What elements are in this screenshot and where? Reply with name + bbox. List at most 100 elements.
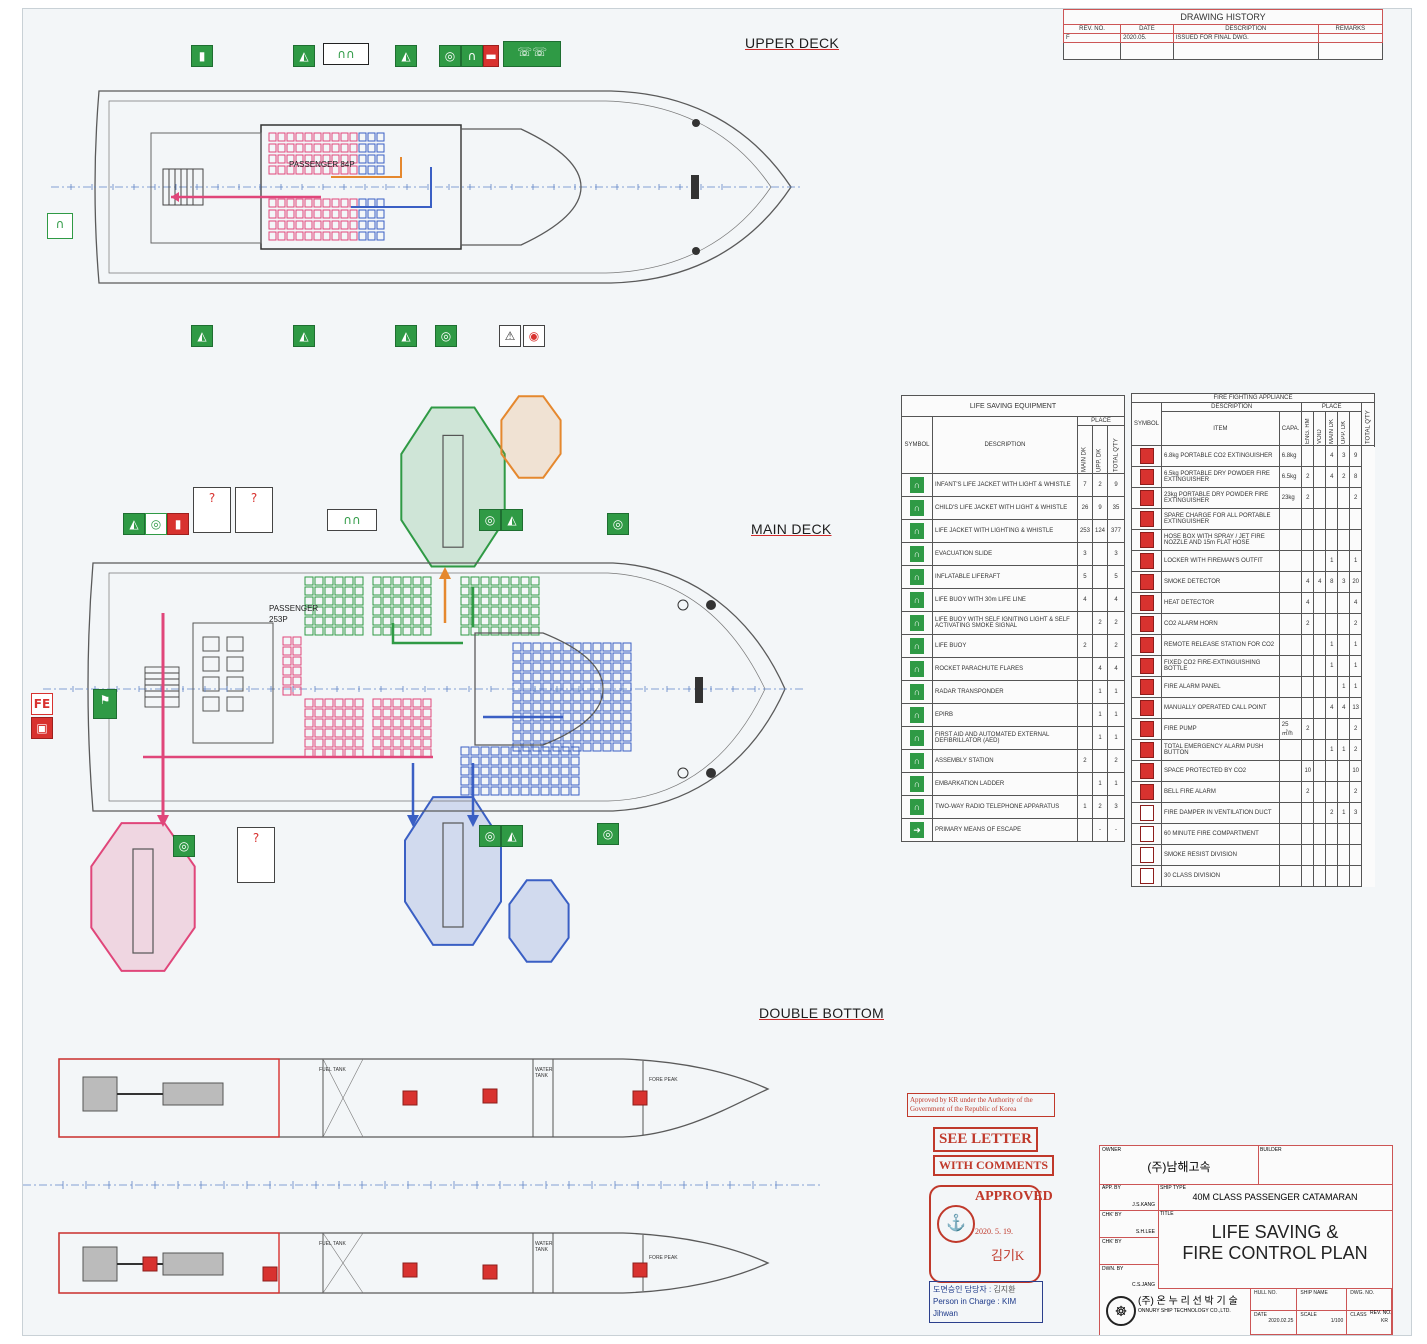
- lse-description: CHILD'S LIFE JACKET WITH LIGHT & WHISTLE: [932, 496, 1078, 520]
- lse-qty-total: 3: [1107, 795, 1125, 819]
- passenger-seat: [470, 786, 480, 796]
- extinguisher-icon: ▮: [167, 513, 189, 535]
- ffa-qty: [1313, 634, 1327, 656]
- ffa-qty: 1: [1337, 802, 1351, 824]
- ffa-row: HOSE BOX WITH SPRAY / JET FIRE NOZZLE AN…: [1130, 529, 1375, 551]
- passenger-seat: [582, 682, 592, 692]
- ffa-symbol-icon: [1130, 550, 1163, 572]
- lse-main-header: MAIN DK: [1077, 425, 1093, 474]
- passenger-seat: [286, 132, 295, 142]
- ffa-qty: [1337, 781, 1351, 803]
- passenger-seat: [344, 576, 354, 586]
- ship-type-value: 40M CLASS PASSENGER CATAMARAN: [1192, 1192, 1358, 1202]
- passenger-seat: [552, 672, 562, 682]
- passenger-seat: [460, 626, 470, 636]
- ffa-qty: 1: [1325, 655, 1339, 677]
- passenger-seat: [512, 692, 522, 702]
- passenger-seat: [520, 776, 530, 786]
- passenger-seat: [550, 746, 560, 756]
- life-jacket-icon: ∩: [47, 213, 73, 239]
- passenger-seat: [422, 708, 432, 718]
- passenger-seat: [392, 698, 402, 708]
- passenger-seat: [358, 209, 367, 219]
- passenger-seat: [304, 708, 314, 718]
- passenger-seat: [372, 698, 382, 708]
- passenger-seat: [376, 143, 385, 153]
- ffa-qty: 4: [1325, 697, 1339, 719]
- passenger-seat: [500, 586, 510, 596]
- charge-en-label: Person in Charge :: [933, 1297, 1000, 1306]
- passenger-seat: [349, 165, 358, 175]
- extinguisher-marker: [262, 1266, 278, 1282]
- passenger-seat: [622, 642, 632, 652]
- passenger-seat: [532, 682, 542, 692]
- ffa-item: SMOKE DETECTOR: [1161, 571, 1280, 593]
- fire-damper-icon: ▬: [483, 45, 499, 67]
- passenger-seat: [582, 652, 592, 662]
- passenger-seat: [314, 626, 324, 636]
- ffa-qty: 1: [1349, 550, 1362, 572]
- passenger-seat: [402, 718, 412, 728]
- passenger-seat: [422, 626, 432, 636]
- passenger-seat: [532, 642, 542, 652]
- passenger-seat: [500, 756, 510, 766]
- passenger-seat: [570, 776, 580, 786]
- passenger-seat: [542, 642, 552, 652]
- passenger-seat: [570, 756, 580, 766]
- passenger-seat: [512, 722, 522, 732]
- passenger-seat: [334, 626, 344, 636]
- ffa-item: REMOTE RELEASE STATION FOR CO2: [1161, 634, 1280, 656]
- lse-qty-upp: 4: [1091, 657, 1109, 681]
- passenger-seat: [512, 732, 522, 742]
- passenger-seat: [560, 756, 570, 766]
- drawing-title-line1: LIFE SAVING &: [1211, 1222, 1339, 1242]
- lse-symbol-icon: ∩: [901, 772, 933, 796]
- ffa-qty: [1337, 508, 1351, 530]
- passenger-seat: [542, 652, 552, 662]
- passenger-seat: [402, 586, 412, 596]
- passenger-seat: [530, 746, 540, 756]
- drawing-sheet: UPPER DECK PASSENGER 84P ▮ ◭ ∩∩ ◭: [22, 8, 1412, 1336]
- passenger-seat: [349, 231, 358, 241]
- fire-alarm-icon: ⚠: [499, 325, 521, 347]
- passenger-seat: [422, 596, 432, 606]
- passenger-seat: [530, 766, 540, 776]
- passenger-seat: [286, 154, 295, 164]
- passenger-seat: [530, 576, 540, 586]
- chk-by-name: S.H.LEE: [1135, 1229, 1155, 1235]
- passenger-seat: [358, 132, 367, 142]
- passenger-seat: [358, 198, 367, 208]
- main-deck-title: MAIN DECK: [751, 521, 832, 537]
- passenger-seat: [470, 586, 480, 596]
- passenger-seat: [500, 766, 510, 776]
- passenger-seat: [344, 616, 354, 626]
- liferaft-icon: ◭: [501, 509, 523, 531]
- passenger-seat: [612, 732, 622, 742]
- ffa-qty: 3: [1337, 571, 1351, 593]
- passenger-seat: [550, 786, 560, 796]
- ffa-description-header: DESCRIPTION: [1161, 402, 1303, 412]
- lse-symbol-icon: ∩: [901, 703, 933, 727]
- passenger-seat: [322, 132, 331, 142]
- lse-row: ∩LIFE BUOY WITH SELF IGNITING LIGHT & SE…: [901, 611, 1125, 635]
- passenger-seat: [334, 698, 344, 708]
- lse-qty-main: 1: [1076, 795, 1093, 819]
- ffa-symbol-icon: [1130, 823, 1163, 845]
- passenger-seat: [392, 718, 402, 728]
- passenger-seat: [354, 728, 364, 738]
- passenger-seat: [349, 209, 358, 219]
- ffa-qty: 4: [1337, 697, 1351, 719]
- passenger-seat: [542, 672, 552, 682]
- passenger-seat: [292, 676, 302, 686]
- lse-symbol-icon: ∩: [901, 749, 933, 773]
- lse-row: ➜PRIMARY MEANS OF ESCAPE--: [901, 818, 1125, 842]
- passenger-seat: [334, 616, 344, 626]
- passenger-seat: [522, 692, 532, 702]
- passenger-seat: [314, 596, 324, 606]
- passenger-seat: [582, 742, 592, 752]
- passenger-seat: [540, 786, 550, 796]
